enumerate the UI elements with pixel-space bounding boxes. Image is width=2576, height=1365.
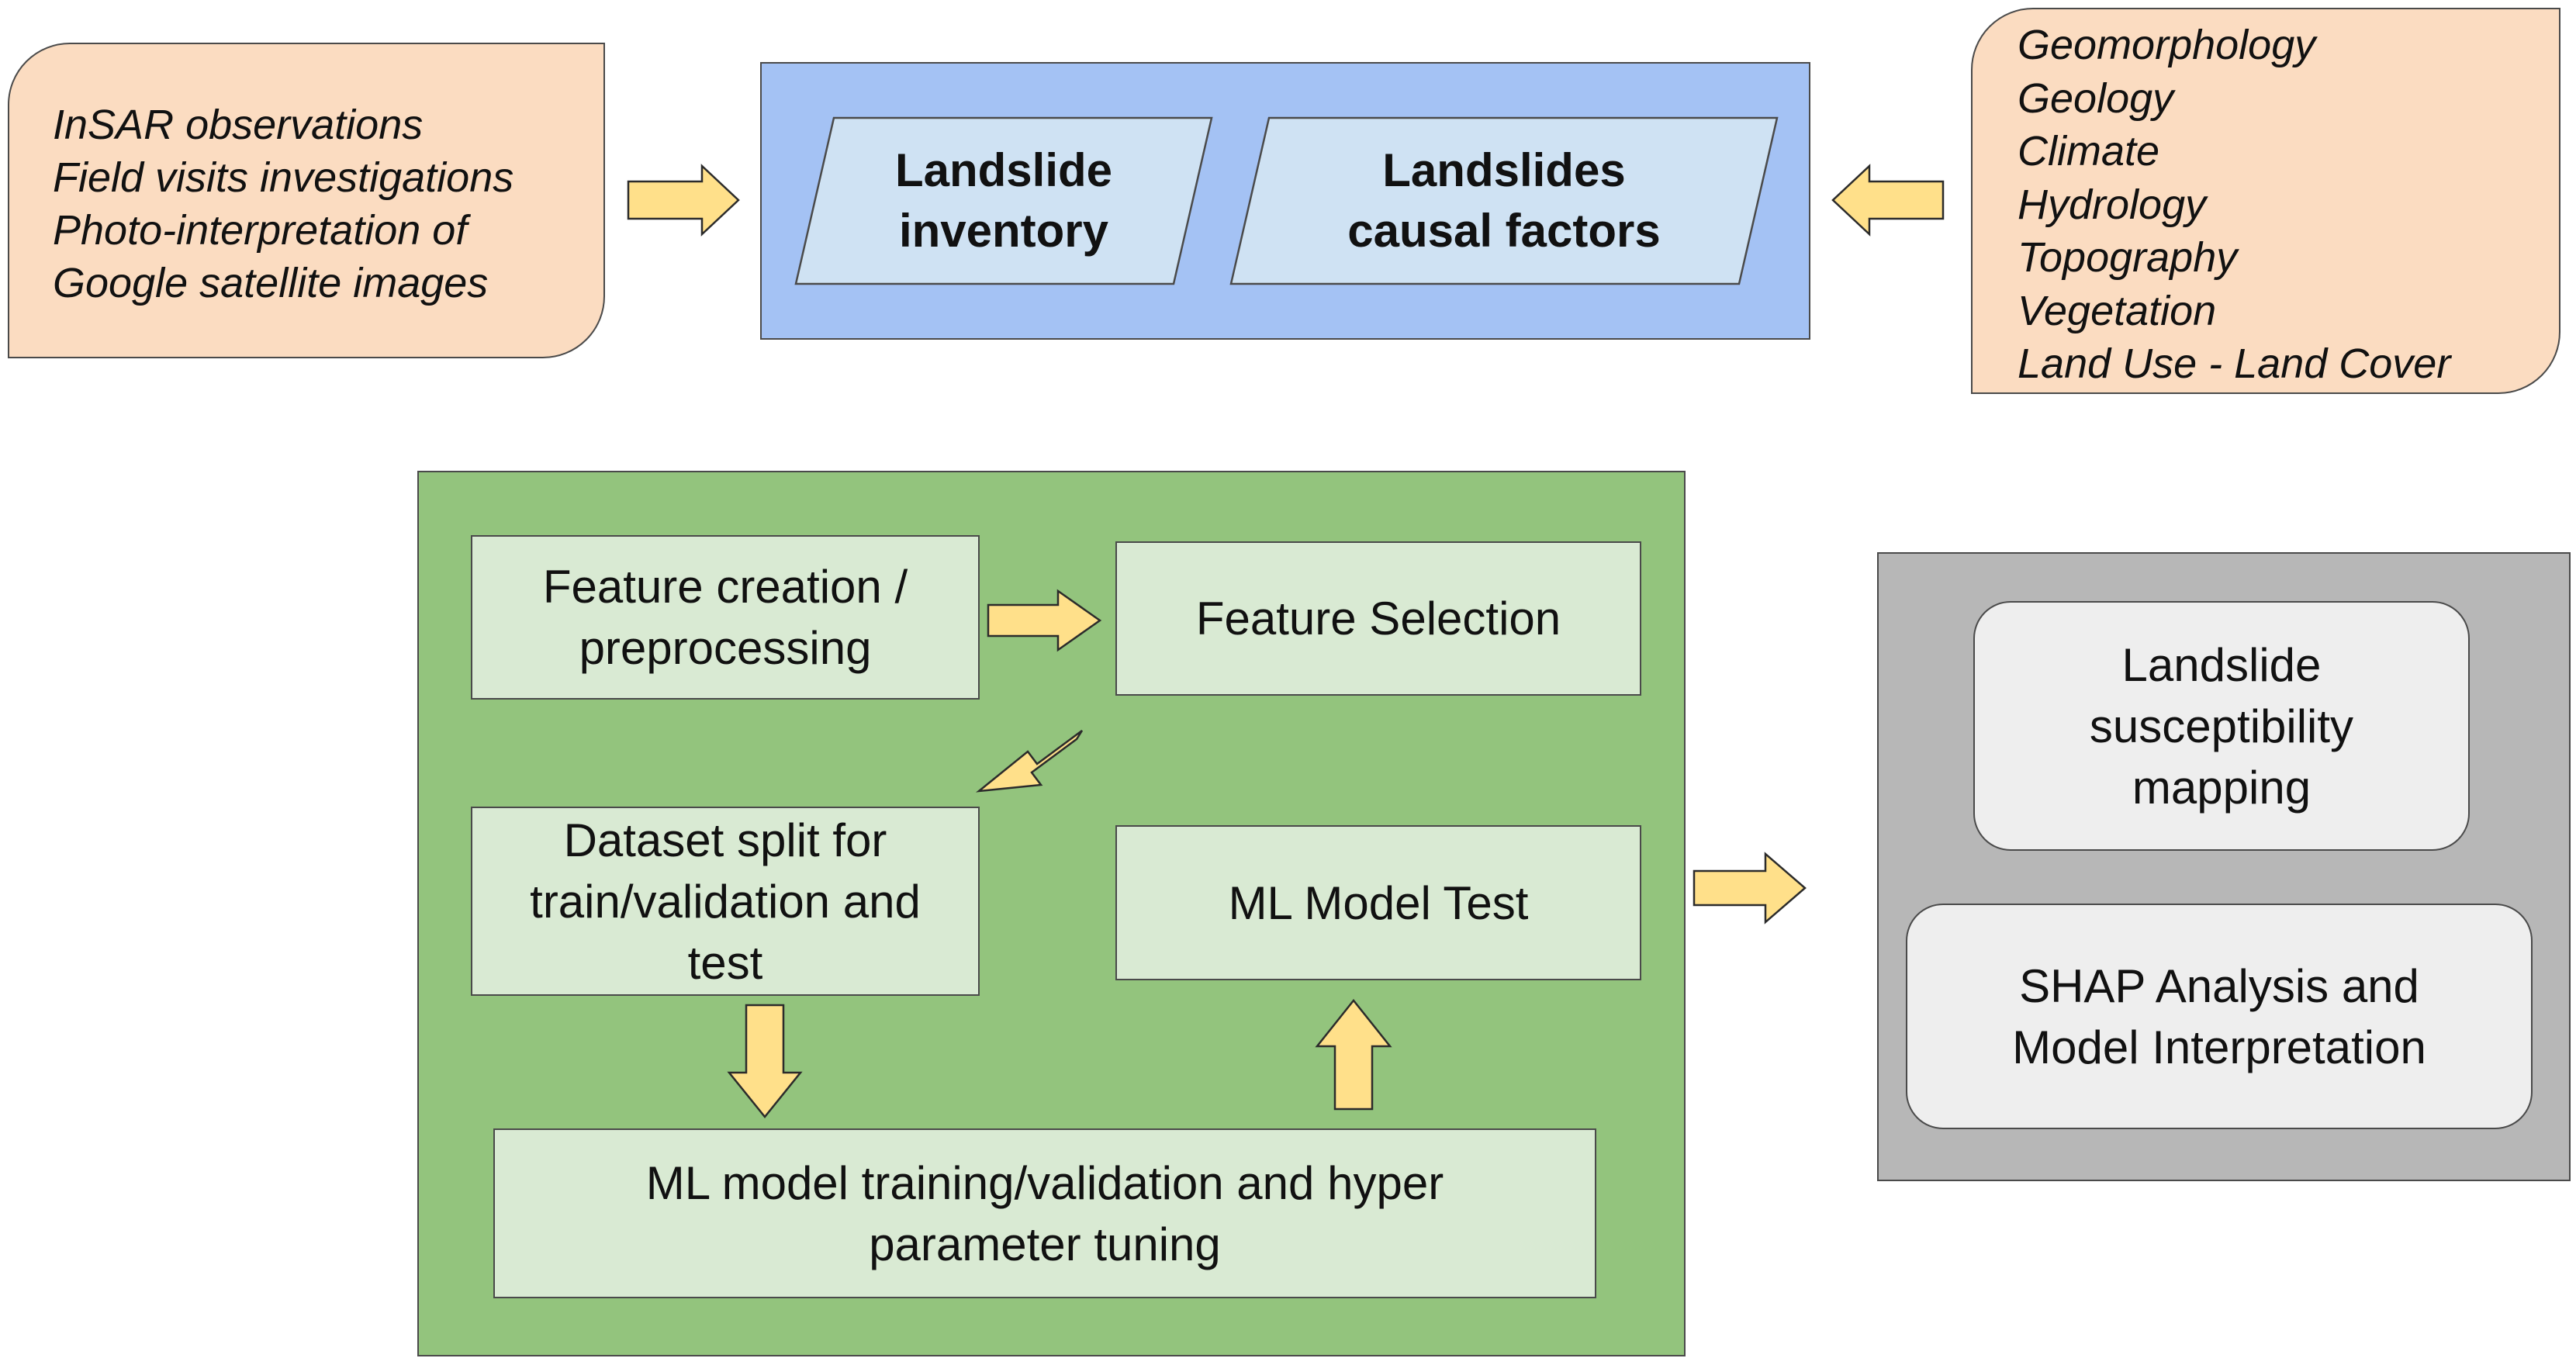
causal-line-2: causal factors <box>1347 205 1661 257</box>
factor-line-vegetation: Vegetation <box>2018 287 2217 334</box>
factor-line-geomorphology: Geomorphology <box>2018 22 2316 68</box>
source-line-field-visits: Field visits investigations <box>53 154 514 201</box>
susceptibility-line-2: susceptibility <box>2089 700 2354 752</box>
source-line-google-images: Google satellite images <box>53 260 489 306</box>
factor-line-land-use: Land Use - Land Cover <box>2018 340 2451 387</box>
field-data-sources-note: InSAR observations Field visits investig… <box>8 43 605 358</box>
source-line-photo-interpretation: Photo-interpretation of <box>53 207 468 254</box>
arrow-right-sources-to-inventory <box>627 164 740 237</box>
factor-line-climate: Climate <box>2018 128 2160 175</box>
shap-line-1: SHAP Analysis and <box>2019 959 2419 1012</box>
model-test-step: ML Model Test <box>1115 825 1641 980</box>
landslide-inventory-label: Landslide inventory <box>796 118 1212 284</box>
factor-line-topography: Topography <box>2018 234 2238 281</box>
feature-creation-line-1: Feature creation / <box>542 561 908 613</box>
training-line-1: ML model training/validation and hyper <box>645 1156 1444 1209</box>
dataset-split-line-1: Dataset split for <box>563 814 887 866</box>
model-test-label: ML Model Test <box>1228 876 1529 929</box>
inventory-line-2: inventory <box>898 205 1109 257</box>
feature-creation-step: Feature creation / preprocessing <box>471 535 980 700</box>
arrow-left-factors-to-causal <box>1831 164 1945 237</box>
dataset-split-line-2: train/validation and <box>530 875 921 928</box>
causal-factors-label: Landslides causal factors <box>1231 118 1777 284</box>
shap-analysis-output: SHAP Analysis and Model Interpretation <box>1906 904 2533 1129</box>
shap-line-2: Model Interpretation <box>2012 1021 2426 1073</box>
susceptibility-mapping-output: Landslide susceptibility mapping <box>1973 601 2470 851</box>
feature-creation-line-2: preprocessing <box>579 622 872 674</box>
model-training-step: ML model training/validation and hyper p… <box>493 1128 1596 1298</box>
susceptibility-line-3: mapping <box>2132 761 2311 814</box>
arrow-right-workflow-to-output <box>1693 852 1807 924</box>
inventory-line-1: Landslide <box>894 144 1113 196</box>
susceptibility-line-1: Landslide <box>2121 638 2322 691</box>
training-line-2: parameter tuning <box>869 1218 1221 1270</box>
feature-selection-label: Feature Selection <box>1195 593 1561 644</box>
source-line-insar: InSAR observations <box>53 102 424 148</box>
dataset-split-line-3: test <box>687 936 763 989</box>
factor-line-hydrology: Hydrology <box>2018 181 2207 228</box>
dataset-split-step: Dataset split for train/validation and t… <box>471 807 980 996</box>
causal-line-1: Landslides <box>1382 144 1626 196</box>
feature-selection-step: Feature Selection <box>1115 541 1641 696</box>
causal-factor-sources-note: Geomorphology Geology Climate Hydrology … <box>1971 8 2560 394</box>
factor-line-geology: Geology <box>2018 74 2174 122</box>
